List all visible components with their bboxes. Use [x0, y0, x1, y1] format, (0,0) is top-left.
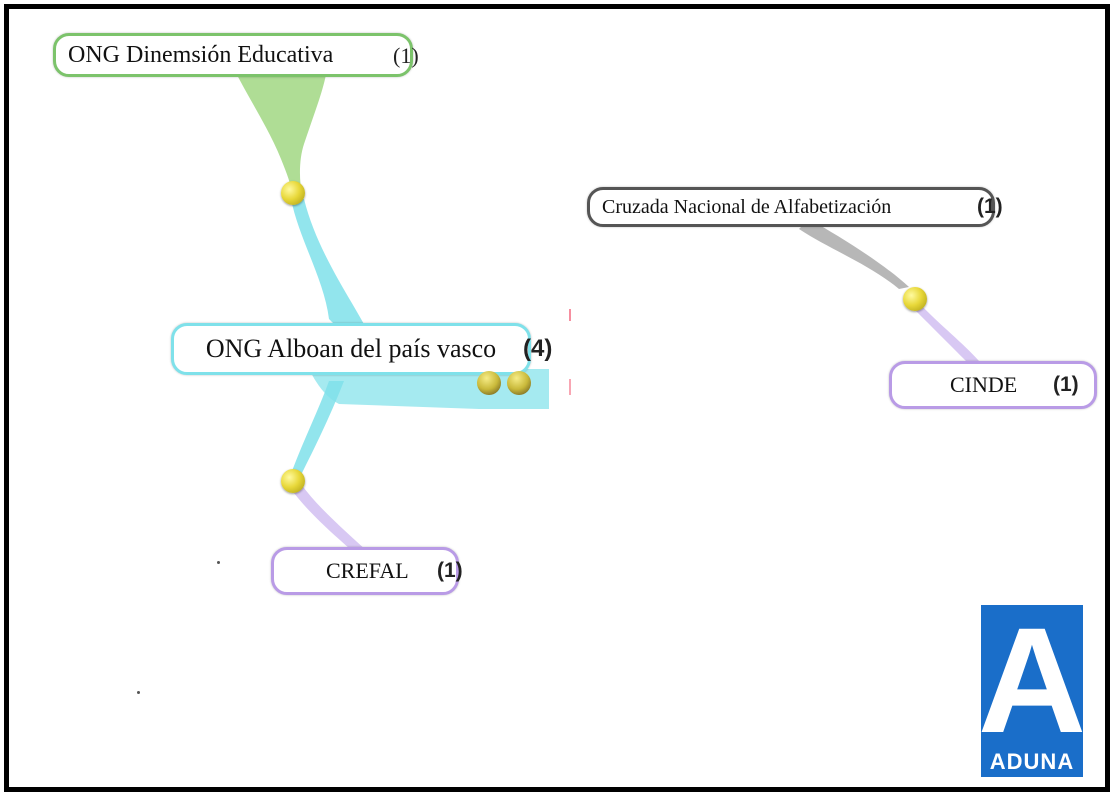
node-dinemsion[interactable]: ONG Dinemsión Educativa — [53, 33, 413, 77]
aduna-logo: A ADUNA — [977, 596, 1087, 777]
connector-ball[interactable] — [507, 371, 531, 395]
node-crefal[interactable]: CREFAL — [271, 547, 459, 595]
connector-ball[interactable] — [903, 287, 927, 311]
connector-ball[interactable] — [281, 181, 305, 205]
edge-crefal — [291, 484, 369, 557]
speck — [217, 561, 220, 564]
node-label: ONG Dinemsión Educativa — [68, 41, 334, 68]
connector-ball[interactable] — [281, 469, 305, 493]
node-label: CINDE — [950, 372, 1018, 397]
node-cinde[interactable]: CINDE — [889, 361, 1097, 409]
node-label: Cruzada Nacional de Alfabetización — [602, 195, 892, 218]
edge-alboan-top — [291, 199, 374, 349]
edge-dinemsion — [234, 69, 327, 194]
node-label: ONG Alboan del país vasco — [205, 334, 497, 363]
map-canvas: ONG Dinemsión Educativa (1) Cruzada Naci… — [4, 4, 1110, 792]
edge-alboan-bottom — [292, 381, 344, 475]
node-count: (1) — [1053, 373, 1079, 396]
node-count: (4) — [523, 335, 553, 362]
node-label: CREFAL — [326, 558, 409, 583]
node-count: (1) — [437, 559, 463, 582]
connector-ball[interactable] — [477, 371, 501, 395]
node-count: (1) — [393, 43, 419, 68]
edge-cinde — [914, 305, 979, 364]
node-count: (1) — [977, 195, 1003, 218]
node-cruzada[interactable]: Cruzada Nacional de Alfabetización — [587, 187, 995, 227]
logo-text: ADUNA — [989, 749, 1075, 774]
speck — [137, 691, 140, 694]
cluster-edges — [234, 69, 979, 557]
logo-letter: A — [977, 596, 1087, 764]
edge-cruzada — [799, 219, 909, 289]
node-alboan[interactable]: ONG Alboan del país vasco — [171, 323, 531, 375]
